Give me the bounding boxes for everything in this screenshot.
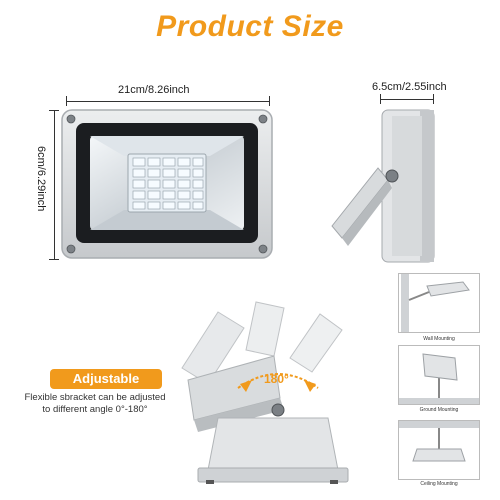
wall-mounting-panel <box>398 273 480 333</box>
desc-line-2: to different angle 0°-180° <box>42 404 148 415</box>
wall-mounting-caption: Wall Mounting <box>423 336 455 342</box>
ceiling-mounting-caption: Ceiling Mounting <box>420 481 458 487</box>
led-chip-icon <box>132 157 204 210</box>
adjustable-badge: Adjustable <box>50 369 162 389</box>
ground-mounting-panel <box>398 345 480 405</box>
floodlight-front-view <box>61 109 273 259</box>
depth-label: 6.5cm/2.55inch <box>372 81 447 93</box>
ceiling-mount-illustration <box>399 421 479 462</box>
ground-mounting-caption: Ground Mounting <box>419 407 459 413</box>
ceiling-mounting-panel <box>398 420 480 480</box>
desc-line-1: Flexible sbracket can be adjusted <box>24 392 166 403</box>
width-label: 21cm/8.26inch <box>118 84 190 96</box>
wall-mount-illustration <box>401 274 470 332</box>
adjustable-description: Flexible sbracket can be adjusted to dif… <box>6 392 184 416</box>
height-line <box>54 110 55 260</box>
screw-icon <box>66 114 268 254</box>
floodlight-side-view <box>331 109 435 263</box>
ground-mount-illustration <box>399 353 479 404</box>
angle-label: 180° <box>264 372 289 386</box>
depth-line <box>380 99 434 100</box>
adjustable-illustration <box>181 301 349 484</box>
angle-arrow-icon <box>240 380 252 392</box>
page-title: Product Size <box>156 10 344 43</box>
height-label: 6cm/6.29inch <box>35 146 47 212</box>
width-line <box>66 101 270 102</box>
